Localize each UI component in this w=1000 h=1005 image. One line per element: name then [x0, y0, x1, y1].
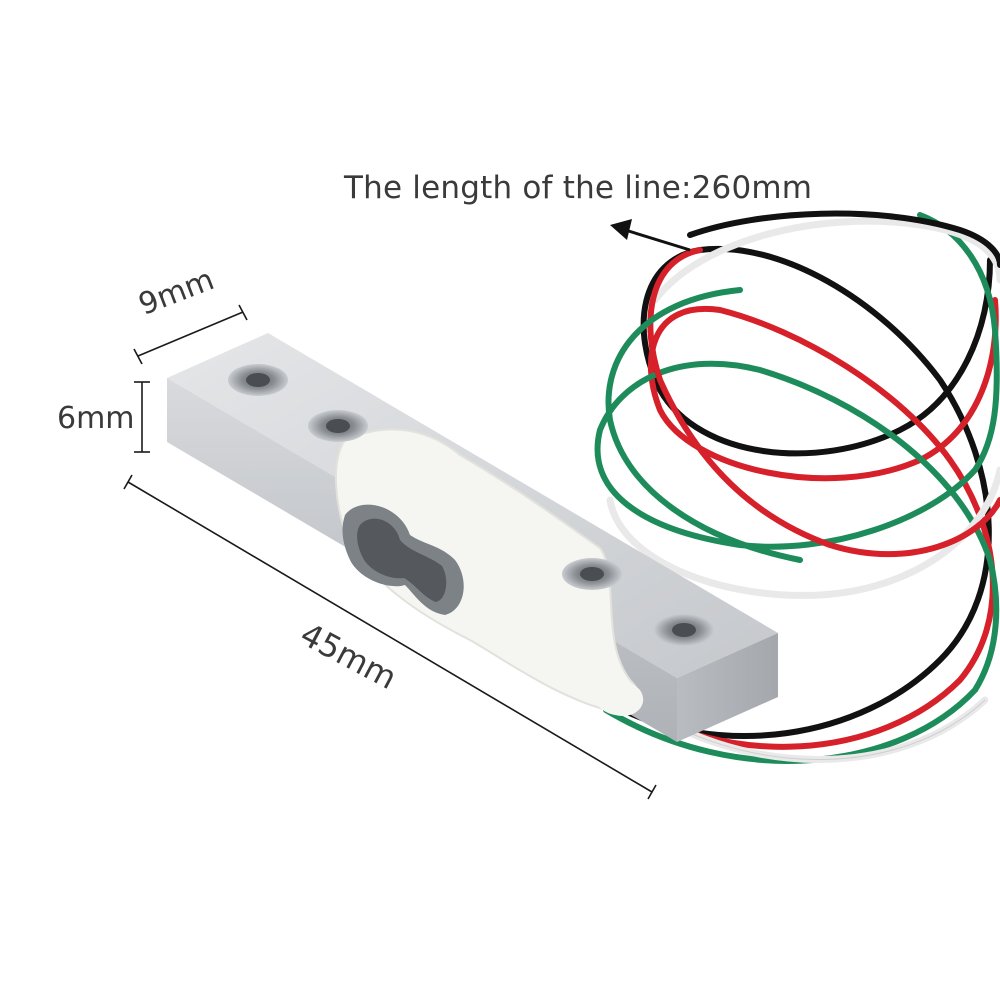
wire-green — [594, 212, 1000, 764]
wire-red-loop — [647, 247, 1000, 558]
load-cell-bar — [167, 333, 778, 742]
wire-green-loop — [605, 287, 803, 563]
height-label: 6mm — [57, 401, 135, 436]
wire-exit-glue — [593, 678, 644, 716]
width-dimension-line — [137, 311, 244, 357]
arrow-left-icon — [610, 219, 691, 252]
wire-black-loop — [687, 210, 1000, 268]
wire-red — [615, 297, 999, 750]
length-dimension-line — [127, 481, 653, 793]
wire-bundle — [594, 210, 1000, 764]
dimension-lines — [123, 304, 657, 800]
wire-black — [609, 245, 993, 739]
bar-end-face — [677, 633, 778, 742]
through-hole-inner — [357, 518, 447, 602]
line-length-label: The length of the line:260mm — [344, 170, 813, 206]
